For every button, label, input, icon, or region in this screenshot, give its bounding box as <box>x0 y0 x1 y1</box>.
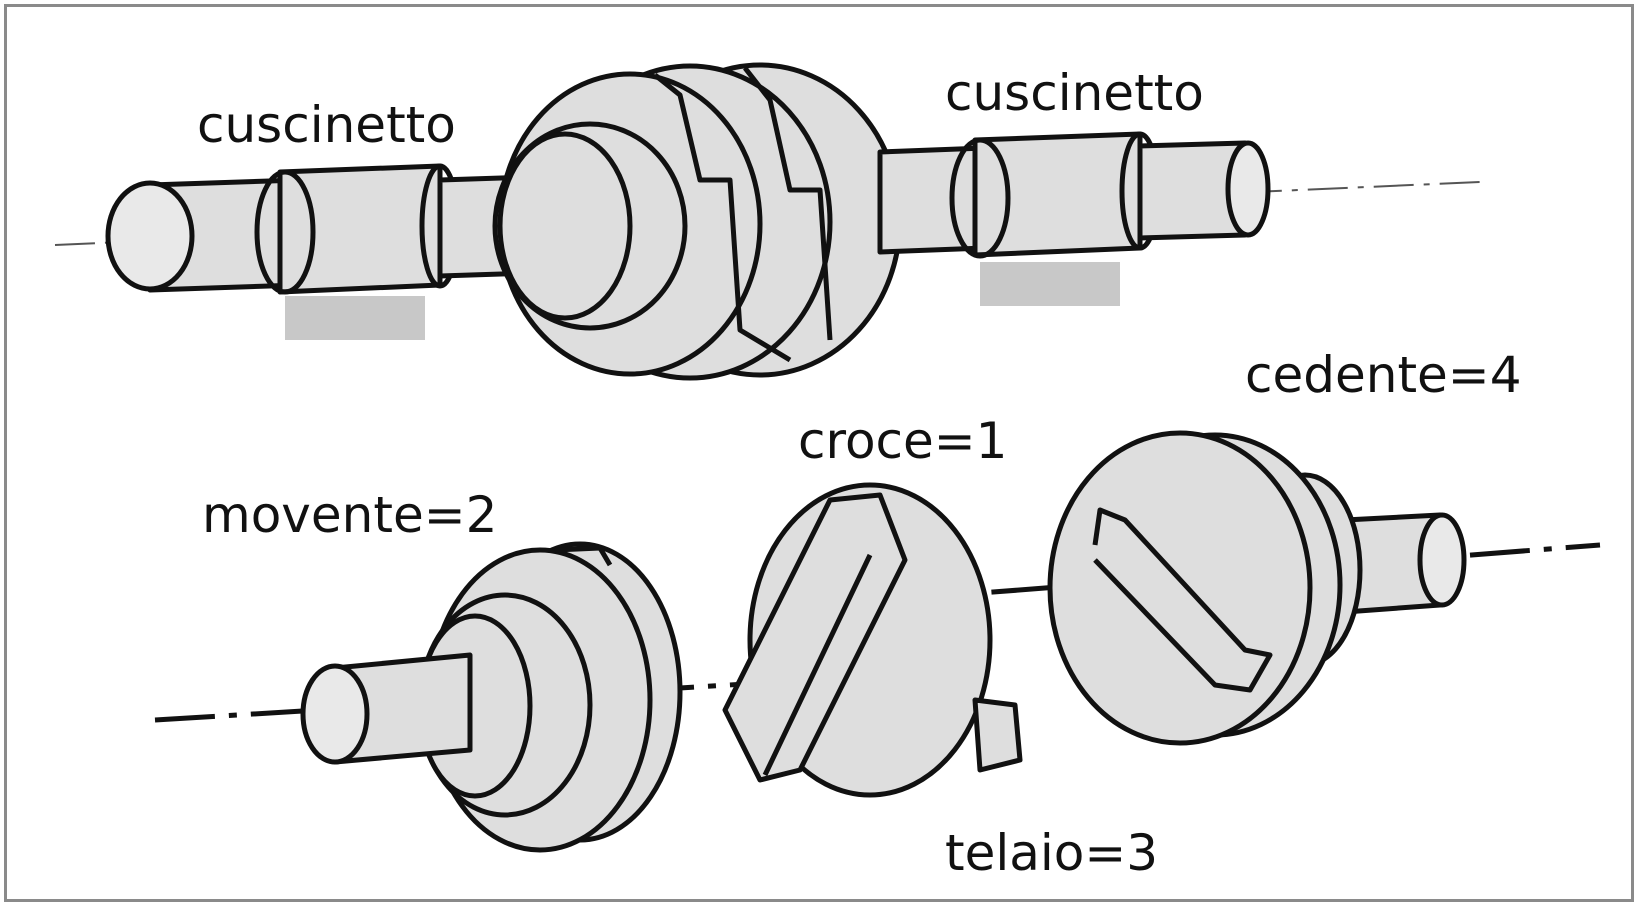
coupling-slot-right <box>743 66 833 341</box>
coupling-hub-inner <box>497 131 633 321</box>
driven-slot <box>1092 507 1273 693</box>
bearing-support-right <box>980 262 1120 306</box>
left-shaft-face <box>105 180 195 292</box>
driven-shaft-face <box>1417 512 1467 608</box>
driven-flange <box>1047 430 1313 746</box>
label-driven: cedente=4 <box>1245 346 1522 404</box>
right-inner-shaft <box>877 145 988 255</box>
cross-part <box>722 482 1023 798</box>
driver-shaft-face <box>300 663 370 765</box>
right-journal-edge <box>949 137 1011 259</box>
label-driver: movente=2 <box>202 486 497 544</box>
cross-tongue <box>722 492 908 783</box>
label-bearing-left: cuscinetto <box>197 96 456 154</box>
driver-part <box>300 541 683 853</box>
cross-tongue-back <box>972 697 1023 773</box>
left-journal-edge <box>254 169 316 295</box>
cross-tongue-edge <box>762 553 873 777</box>
label-frame: telaio=3 <box>945 824 1158 882</box>
bearing-support-left <box>285 296 425 340</box>
label-bearing-right: cuscinetto <box>945 64 1204 122</box>
label-cross: croce=1 <box>798 412 1008 470</box>
driven-part <box>1047 430 1467 746</box>
right-shaft-face <box>1225 140 1271 238</box>
assembled-coupling <box>54 62 1481 381</box>
coupling-slot-left <box>653 73 792 363</box>
driver-tooth <box>554 545 613 567</box>
